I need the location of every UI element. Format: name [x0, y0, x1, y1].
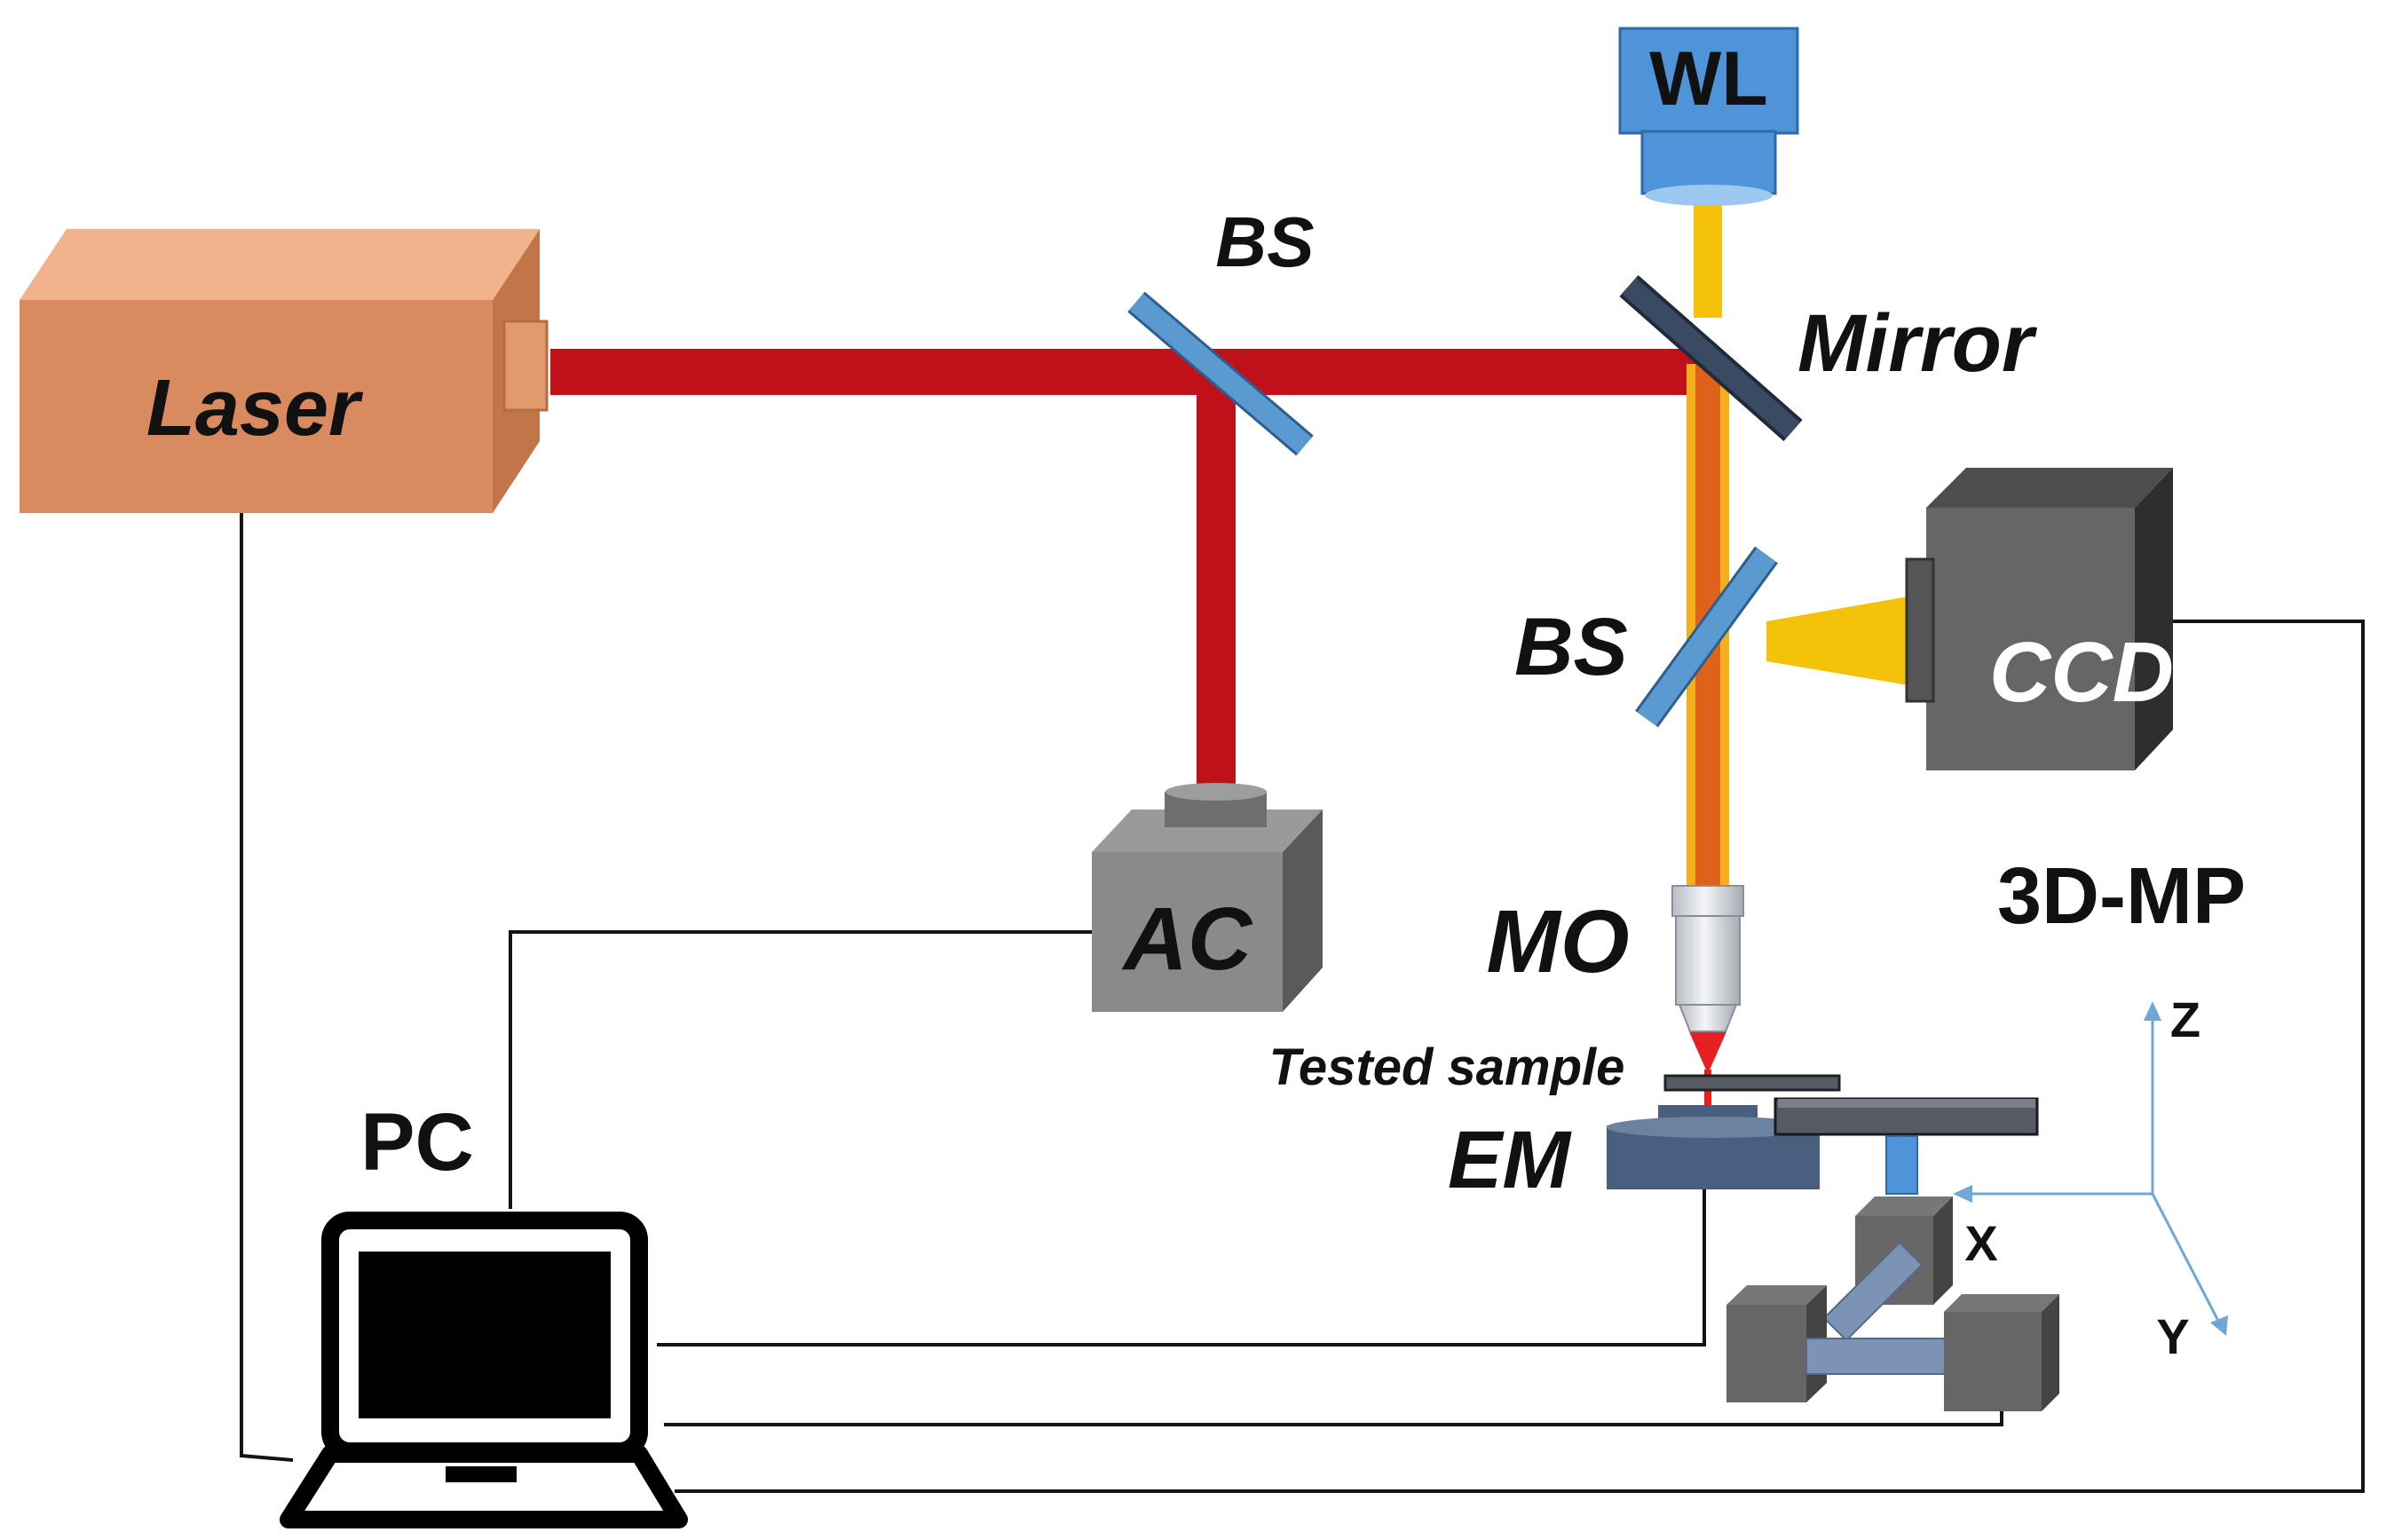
- wire-ac-pc: [509, 930, 1092, 1209]
- y-arrow-head: [2210, 1315, 2228, 1336]
- white-light-beam-top: [1694, 202, 1722, 318]
- ccd-label: CCD: [1989, 625, 2174, 720]
- wire-stage-pc: [664, 1411, 2003, 1426]
- beam-splitter-top: BS: [1127, 202, 1315, 456]
- wl-label: WL: [1649, 36, 1768, 122]
- mo-label: MO: [1486, 892, 1629, 991]
- laser-beam-horizontal: [550, 349, 1709, 395]
- x-arrow-head: [1953, 1185, 1972, 1203]
- axis-x-label: X: [1964, 1215, 1997, 1271]
- axis-y-label: Y: [2156, 1308, 2189, 1364]
- ccd-lens-mount: [1905, 557, 1935, 703]
- pc-keyboard-base: [280, 1445, 688, 1528]
- wire-em-pc: [657, 1189, 1706, 1347]
- tested-sample: [1663, 1074, 1841, 1092]
- pc-screen: [359, 1252, 611, 1418]
- motion-platform: 3D-MP: [1726, 852, 2246, 1411]
- white-light-source: WL: [1618, 27, 1799, 206]
- autocorrelator: AC: [1092, 783, 1323, 1012]
- pc-touchpad: [446, 1466, 517, 1482]
- ac-label: AC: [1121, 889, 1253, 989]
- wire-ccd-pc: [675, 620, 2365, 1493]
- microscope-objective: MO: [1486, 885, 1744, 1032]
- pc-label: PC: [360, 1097, 474, 1188]
- focused-laser-cone: [1688, 1030, 1727, 1074]
- laser-output-port: [502, 320, 549, 412]
- z-arrow-head: [2144, 1001, 2161, 1021]
- mirror: Mirror: [1619, 274, 2037, 442]
- bs-middle-label: BS: [1514, 602, 1628, 692]
- z-axis-column: [1885, 1135, 1918, 1195]
- axis-z-label: Z: [2170, 991, 2200, 1047]
- beam-splitter-middle: BS: [1514, 546, 1778, 728]
- sample-stage: Tested sample EM: [1269, 1039, 1841, 1205]
- bs-top-label: BS: [1215, 202, 1314, 281]
- wire-laser-pc: [240, 513, 294, 1462]
- ccd-light-cone: [1766, 596, 1908, 685]
- mirror-label: Mirror: [1797, 298, 2037, 389]
- tested-sample-label: Tested sample: [1269, 1039, 1625, 1096]
- laser-label: Laser: [146, 364, 364, 453]
- connection-wires: [240, 513, 2365, 1493]
- laser-beam-to-ac: [1197, 373, 1236, 797]
- em-label: EM: [1448, 1115, 1572, 1205]
- ccd-camera: CCD: [1905, 468, 2174, 770]
- stage-3d-label: 3D-MP: [1997, 852, 2246, 941]
- coordinate-axes: Z X Y: [1953, 991, 2228, 1364]
- laser-source: Laser: [20, 229, 549, 513]
- pc-laptop: PC: [280, 1097, 688, 1528]
